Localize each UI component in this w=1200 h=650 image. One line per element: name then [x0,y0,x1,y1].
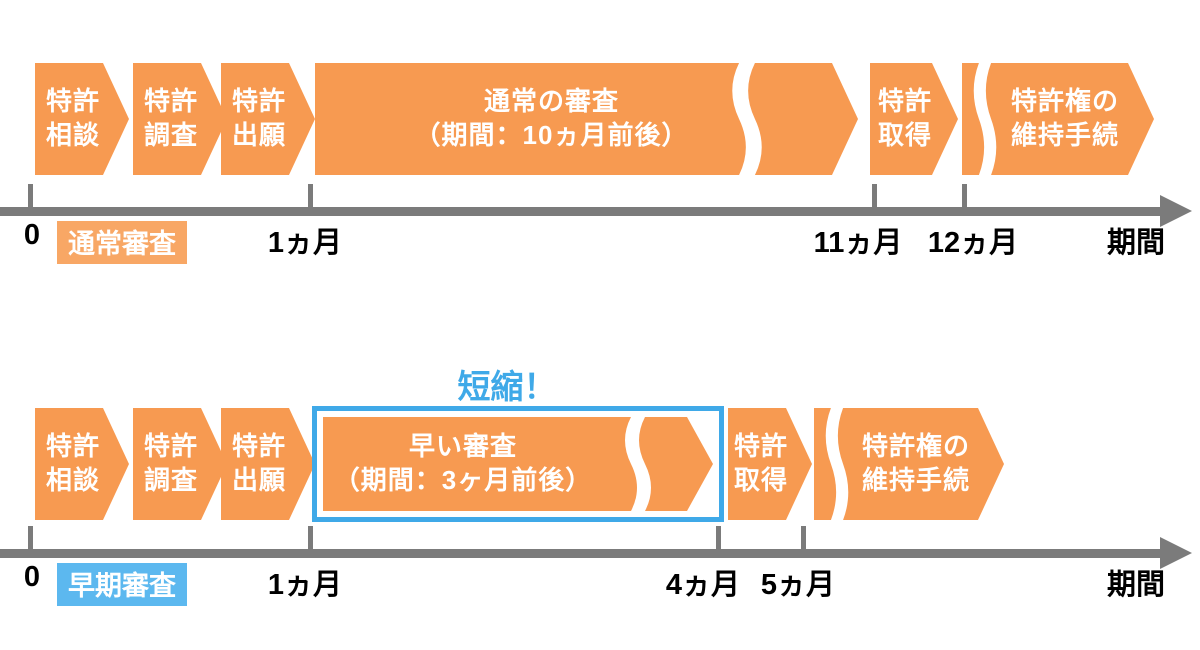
normal-step-acquisition-chevron: 特許 取得 [870,63,958,175]
normal-tick-1month [308,184,313,209]
step-label-line: 特許 [45,86,100,117]
normal-tick-label-12month: 12ヵ月 [927,227,1019,259]
step-label-line: 維持手続 [1010,120,1119,150]
expedited-tick-4month [716,526,721,551]
expedited-step-consultation-chevron: 特許 相談 [35,408,129,520]
expedited-tick-label-5month: 5ヵ月 [760,569,836,601]
expedited-step-acquisition-chevron: 特許 取得 [728,408,812,520]
expedited-tick-1month [308,526,313,551]
step-label-line: 特許 [143,431,198,462]
expedited-timeline-arrowhead-icon [1160,537,1192,569]
exam-label-line: （期間：10ヵ月前後） [414,120,689,150]
normal-timeline-arrowhead-icon [1160,195,1192,227]
expedited-step-application-chevron: 特許 出願 [221,408,315,520]
expedited-step-maintenance-chevron: 特許権の 維持手続 [814,408,1004,520]
step-label-line: 特許 [231,86,286,117]
normal-step-consultation-chevron: 特許 相談 [35,63,129,175]
normal-tick-label-0: 0 [23,219,41,251]
step-label-line: 相談 [45,120,100,150]
exam-label-line: （期間：3ヶ月前後） [333,465,593,495]
normal-step-search-chevron: 特許 調査 [133,63,227,175]
step-label-line: 特許 [143,86,198,117]
step-label-line: 取得 [877,120,932,150]
normal-step-application-chevron: 特許 出願 [221,63,315,175]
expedited-tick-label-1month: 1ヵ月 [267,569,343,601]
expedited-tick-0 [28,526,33,551]
step-label-line: 特許 [45,431,100,462]
exam-label-line: 早い審査 [408,431,517,462]
expedited-exam-highlight-box [312,406,724,522]
expedited-step-examination-chevron: 早い審査 （期間：3ヶ月前後） [323,417,713,511]
normal-flow-badge: 通常審査 [57,221,187,264]
step-label-line: 相談 [45,465,100,495]
step-label-line: 特許 [877,86,932,117]
normal-tick-11month [872,184,877,209]
time-break-squiggle-icon [623,417,653,511]
normal-tick-12month [962,184,967,209]
normal-tick-0 [28,184,33,209]
step-label-line: 調査 [143,465,198,495]
normal-tick-label-11month: 11ヵ月 [813,227,903,259]
expedited-tick-label-4month: 4ヵ月 [665,569,741,601]
expedited-timeline-axis [0,549,1164,558]
step-label-line: 取得 [733,465,788,495]
shortened-annotation: 短縮！ [457,368,557,405]
expedited-axis-label: 期間 [1106,569,1166,601]
time-break-squiggle-icon [824,408,850,520]
expedited-tick-5month [801,526,806,551]
time-break-squiggle-icon [730,63,764,175]
expedited-step-search-chevron: 特許 調査 [133,408,227,520]
step-label-line: 出願 [231,465,286,495]
expedited-flow-badge: 早期審査 [57,563,187,606]
normal-step-maintenance-chevron: 特許権の 維持手続 [962,63,1154,175]
step-label-line: 特許権の [1010,86,1119,117]
normal-timeline-axis [0,207,1164,216]
exam-label-line: 通常の審査 [483,86,619,117]
step-label-line: 出願 [231,120,286,150]
expedited-tick-label-0: 0 [23,561,41,593]
step-label-line: 維持手続 [861,465,970,495]
step-label-line: 調査 [143,120,198,150]
normal-axis-label: 期間 [1106,227,1166,259]
step-label-line: 特許 [733,431,788,462]
step-label-line: 特許 [231,431,286,462]
step-label-line: 特許権の [861,431,970,462]
normal-step-examination-chevron: 通常の審査 （期間：10ヵ月前後） [315,63,858,175]
normal-tick-label-1month: 1ヵ月 [267,227,343,259]
time-break-squiggle-icon [972,63,998,175]
